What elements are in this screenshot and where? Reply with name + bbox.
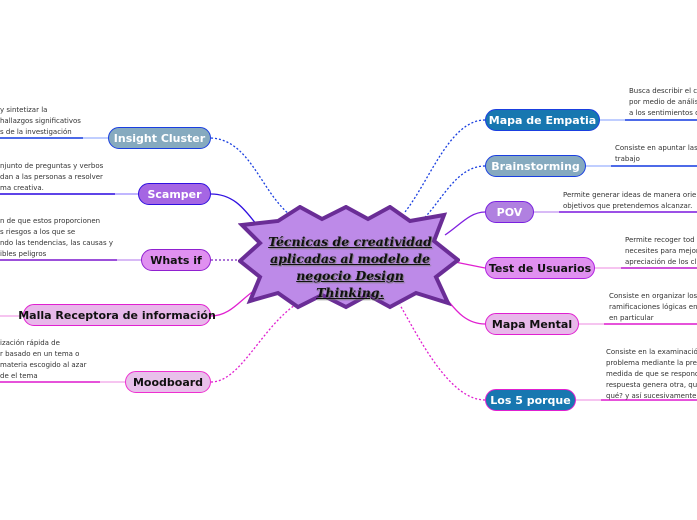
- node-malla-receptora[interactable]: Malla Receptora de información: [18, 304, 216, 326]
- node-los-5-porque[interactable]: Los 5 porque: [485, 389, 576, 411]
- central-topic-burst[interactable]: [238, 205, 460, 310]
- node-moodboard[interactable]: Moodboard: [125, 371, 211, 393]
- node-whats-if[interactable]: Whats if: [141, 249, 211, 271]
- node-pov[interactable]: POV: [485, 201, 534, 223]
- node-test-de-usuarios[interactable]: Test de Usuarios: [485, 257, 595, 279]
- node-scamper[interactable]: Scamper: [138, 183, 211, 205]
- node-insight-cluster[interactable]: Insight Cluster: [108, 127, 211, 149]
- node-brainstorming[interactable]: Brainstorming: [485, 155, 586, 177]
- node-mapa-de-empatia[interactable]: Mapa de Empatia: [485, 109, 600, 131]
- central-topic-title: Técnicas de creatividad aplicadas al mod…: [268, 234, 432, 300]
- node-mapa-mental[interactable]: Mapa Mental: [485, 313, 579, 335]
